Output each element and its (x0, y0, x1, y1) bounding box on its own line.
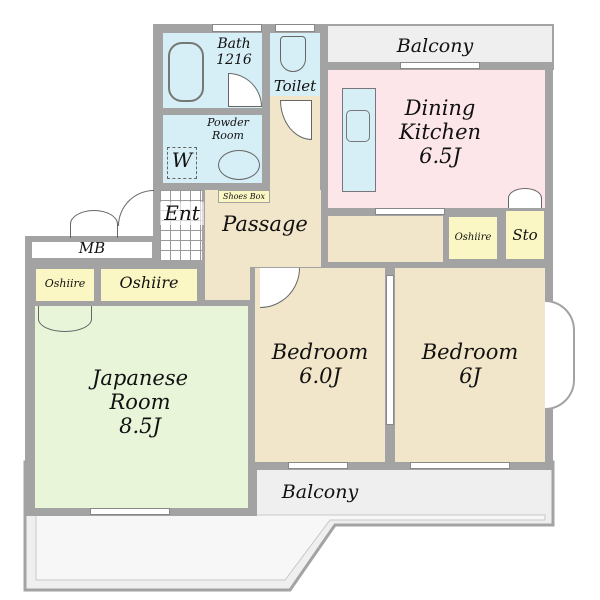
sliding-door[interactable] (386, 275, 394, 425)
oshiire-small-label: Oshiire (454, 232, 492, 243)
washer-label: W (171, 148, 193, 172)
window (212, 24, 262, 32)
storage-label: Sto (512, 226, 538, 244)
dining-kitchen-name: Dining Kitchen (398, 96, 482, 145)
window (288, 462, 348, 469)
oshiire-mid (100, 268, 198, 302)
window (400, 62, 480, 69)
window (410, 462, 510, 469)
window (375, 208, 445, 215)
bath-size: 1216 (216, 52, 252, 69)
oshiire-left (35, 268, 95, 302)
mb-door-swing (70, 210, 118, 238)
oshiire-door-swing (38, 306, 92, 332)
storage (505, 210, 545, 260)
bedroom-2-size: 6J (459, 364, 481, 389)
passage-label: Passage (222, 212, 308, 236)
japanese-room-size: 8.5J (119, 414, 161, 439)
corridor (328, 216, 443, 262)
bedroom-1-name: Bedroom (271, 340, 369, 364)
window (90, 508, 170, 515)
japanese-room (35, 306, 248, 508)
kitchen-sink-icon (346, 110, 370, 142)
balcony-top-label: Balcony (396, 35, 474, 57)
oshiire-small (448, 216, 498, 260)
washer-space (167, 147, 197, 179)
bay-window (545, 300, 575, 410)
mb-label: MB (78, 239, 106, 257)
sink-icon (218, 150, 260, 180)
entrance (160, 190, 202, 260)
oshiire-mid-label: Oshiire (119, 273, 179, 292)
bedroom-2-name: Bedroom (421, 340, 519, 364)
window (275, 24, 315, 32)
balcony-bottom-label: Balcony (281, 481, 359, 503)
shoes-box: Shoes Box (218, 190, 270, 203)
oshiire-left-label: Oshiire (44, 277, 86, 290)
bedroom-1-size: 6.0J (299, 364, 341, 389)
toilet-label: Toilet (273, 77, 317, 95)
japanese-room-name: Japanese Room (91, 366, 189, 415)
passage-lower (205, 265, 250, 300)
toilet-icon (280, 36, 306, 72)
dining-kitchen-size: 6.5J (419, 144, 461, 169)
powder-room-label: Powder Room (207, 116, 249, 142)
mb (32, 242, 152, 258)
storage-door-swing (508, 188, 542, 208)
bathtub-icon (168, 42, 204, 102)
bedroom-2 (395, 268, 545, 462)
entrance-label: Ent (160, 202, 204, 225)
bath-name: Bath (217, 36, 251, 52)
